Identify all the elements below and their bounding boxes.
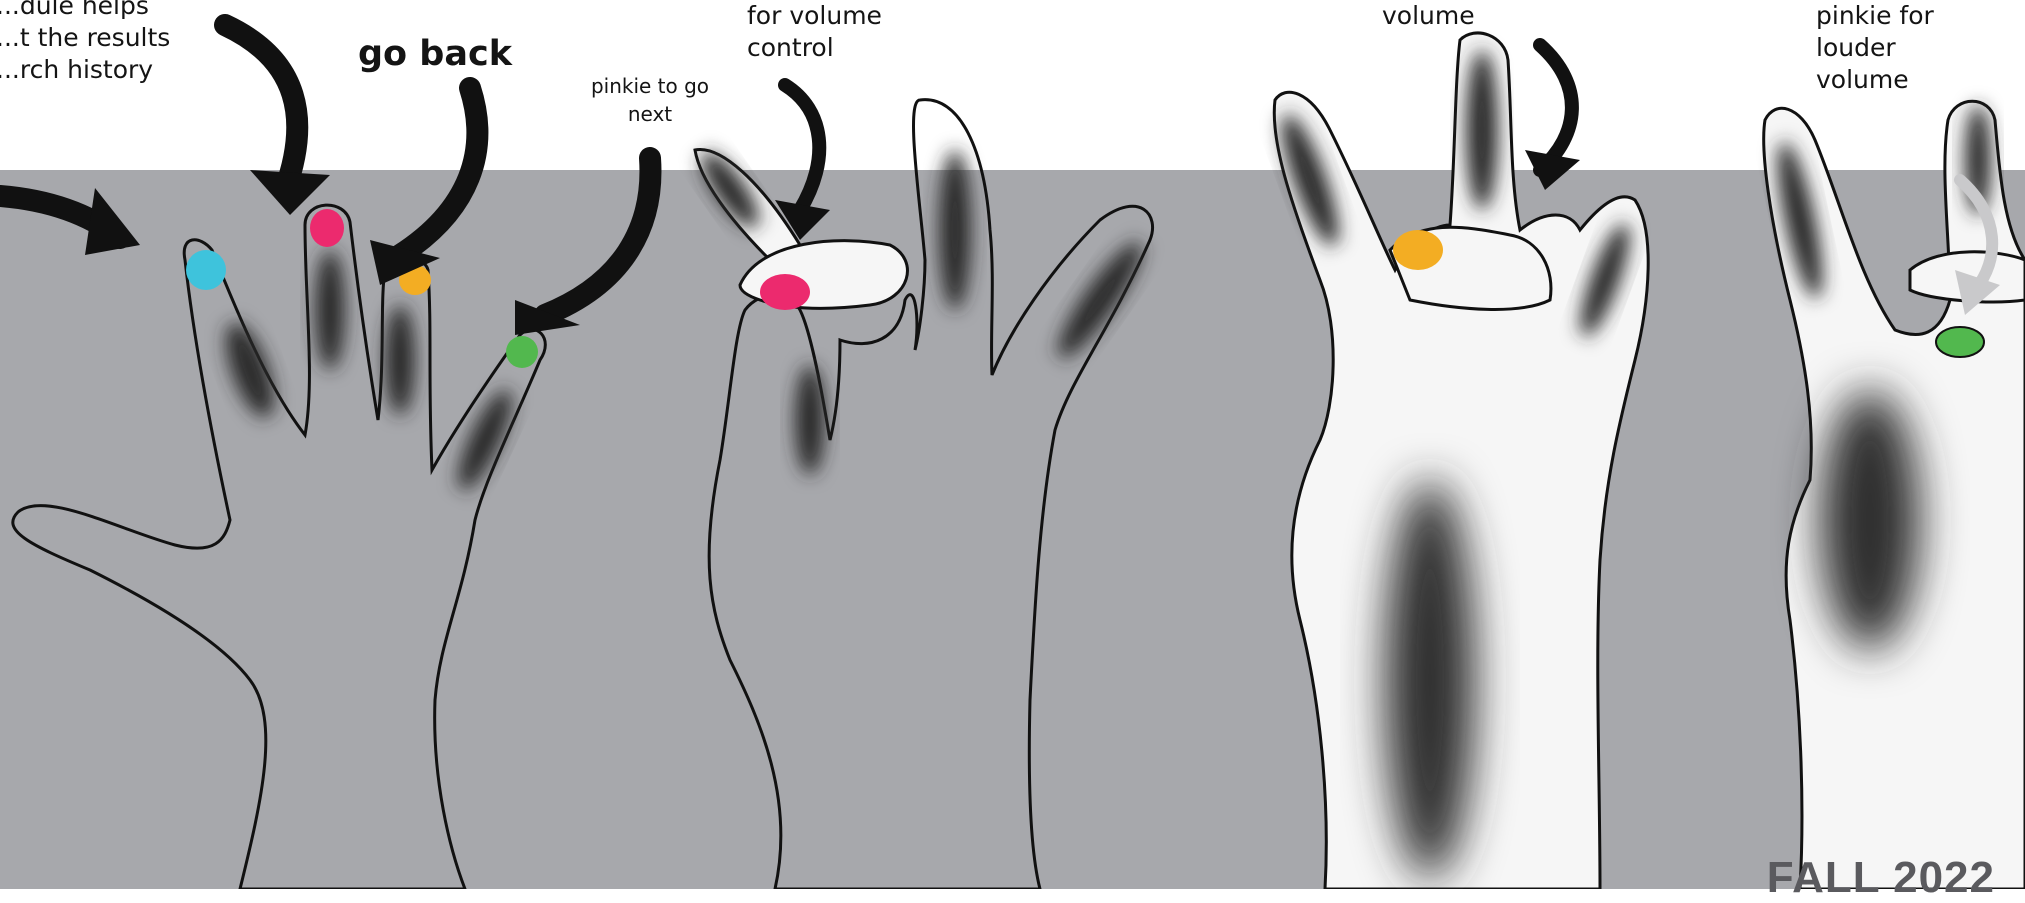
pinkie-louder-label: pinkie for louder volume: [1816, 0, 1934, 96]
background-band: [0, 170, 2025, 889]
fingertip-orange: [1393, 230, 1443, 270]
fingertip-green: [1936, 327, 1984, 357]
fingertip-pink: [310, 209, 344, 247]
volume-control-label: for volume control: [747, 0, 882, 64]
arrow-icon: [1540, 45, 1572, 170]
go-back-label: go back: [358, 34, 512, 74]
footer-term: FALL 2022: [1767, 853, 1995, 903]
volume-label: volume: [1382, 0, 1475, 32]
fingertip-pink: [760, 274, 810, 310]
pinkie-next-label: pinkie to go next: [575, 72, 725, 128]
fingertip-green: [506, 336, 538, 368]
fingertip-blue: [186, 250, 226, 290]
search-history-note: ...dule helps ...t the results ...rch hi…: [0, 0, 196, 86]
ring-pinch-hand: [1271, 33, 1648, 889]
